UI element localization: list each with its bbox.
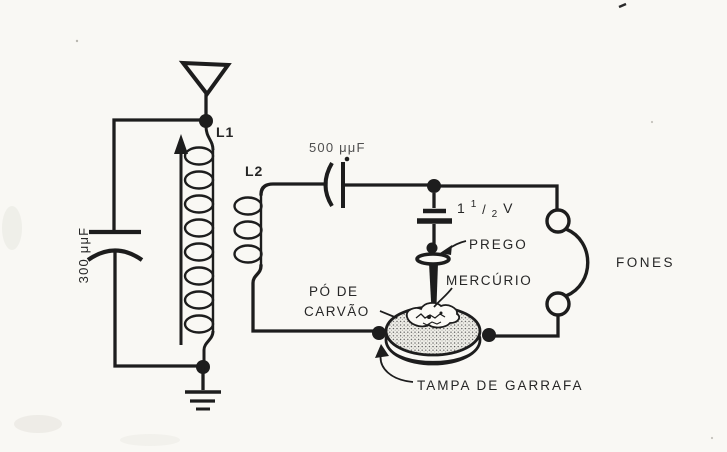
leader-arrow-tampa [375,344,414,383]
label-l2: L2 [245,163,263,179]
ink-speck [618,2,627,9]
coil-l1-tuning-arrow [174,134,188,345]
ink-dot [344,156,350,162]
coil-l1 [183,125,215,362]
wire-cup-to-phone [487,314,560,338]
leader-lines [375,240,467,383]
headphone-terminal-top [545,208,571,234]
wire-l2-to-cup [251,264,378,333]
headphones-arc [565,227,590,298]
label-po-de: PÓ DE [309,284,359,299]
leader-line-mercurio [433,287,453,308]
mercury-pool [405,302,461,329]
battery-numerator: 1 [471,199,478,210]
wires [112,118,560,368]
junction-dot-battery [427,179,441,193]
junction-dot-cup-right [482,328,496,342]
junction-dot-antenna [199,114,213,128]
leader-line-carvao [379,310,398,319]
label-l1: L1 [216,124,234,140]
label-prego: PREGO [469,237,528,252]
label-fones: FONES [616,255,675,270]
antenna-icon [178,60,232,116]
coupling-capacitor-symbol [323,156,350,208]
label-500uuf: 500 μμF [309,140,366,155]
variable-capacitor-symbol [86,229,144,262]
paper-smudges [2,2,714,446]
coil-l2 [233,194,263,266]
headphone-terminal-bottom [545,291,571,317]
bottle-cap-drawing [372,302,496,366]
wire-junction-to-phone [432,184,559,213]
battery-whole: 1 [457,200,466,216]
leader-arrow-prego [440,240,467,255]
battery-denominator: 2 [492,209,499,220]
battery-unit: V [503,200,513,216]
junction-dot-cup-left [372,326,386,340]
wire-top-left [112,118,208,232]
label-300uuf: 300 μμF [76,227,91,284]
label-mercurio: MERCÚRIO [446,273,532,288]
ground-icon [185,367,221,411]
label-tampa-de-garrafa: TAMPA DE GARRAFA [417,378,584,393]
bottle-cap-crimp [387,346,479,363]
wire-bottom-left [113,250,205,368]
label-battery-voltage: 1 1 / 2 V [457,194,513,220]
battery-symbol [417,193,452,244]
nail-head [415,252,451,266]
label-carvao: CARVÃO [304,304,370,319]
battery-slash: / [482,202,487,217]
wire-l2-to-cap [259,182,328,196]
headphones-symbol [545,208,590,317]
